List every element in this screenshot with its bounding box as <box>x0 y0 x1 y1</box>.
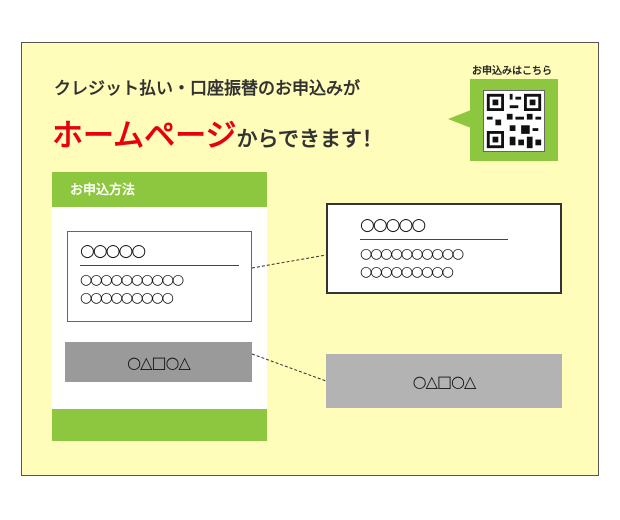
callout-arrow <box>448 110 471 128</box>
divider <box>360 239 508 240</box>
subheadline: ホームページからできます！ <box>52 110 383 155</box>
connector-line <box>251 254 327 269</box>
zoomed-action-button[interactable]: ○△□○△ <box>326 354 562 408</box>
card-line: ○○○○○○○○○○ <box>360 246 464 262</box>
headline: クレジット払い・口座振替のお申込みが <box>54 79 360 99</box>
card-title: ○○○○○ <box>80 241 146 261</box>
subheadline-rest: からできます！ <box>236 127 383 151</box>
qr-code-icon <box>486 93 542 149</box>
info-card: ○○○○○ ○○○○○○○○○○ ○○○○○○○○○ <box>67 231 252 322</box>
panel-footer <box>52 409 267 441</box>
zoomed-info-card: ○○○○○ ○○○○○○○○○○ ○○○○○○○○○ <box>326 203 562 294</box>
card-line: ○○○○○○○○○ <box>360 264 454 280</box>
card-line: ○○○○○○○○○ <box>80 290 174 306</box>
card-line: ○○○○○○○○○○ <box>80 272 184 288</box>
qr-label: お申込みはこちら <box>472 66 552 77</box>
divider <box>80 265 239 266</box>
action-button[interactable]: ○△□○△ <box>65 342 252 382</box>
panel-title: お申込方法 <box>52 172 267 207</box>
homepage-highlight: ホームページ <box>52 118 237 154</box>
application-method-panel: お申込方法 ○○○○○ ○○○○○○○○○○ ○○○○○○○○○ ○△□○△ <box>52 172 267 441</box>
connector-line <box>251 353 327 382</box>
card-title: ○○○○○ <box>360 215 426 235</box>
qr-code[interactable] <box>483 90 545 152</box>
